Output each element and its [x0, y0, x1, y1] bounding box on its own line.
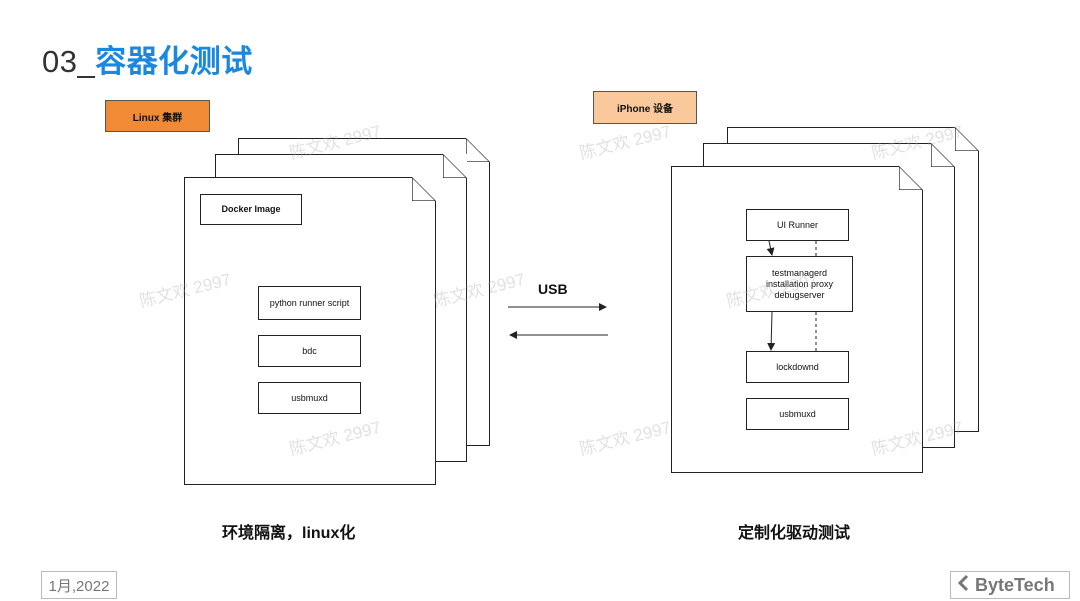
docker-image-box: Docker Image — [200, 194, 302, 225]
bytetech-logo-icon — [957, 574, 971, 597]
right-caption: 定制化驱动测试 — [738, 525, 851, 542]
page-fold-icon — [899, 166, 923, 190]
page-fold-icon — [443, 154, 467, 178]
linux-cluster-tag: Linux 集群 — [105, 100, 210, 132]
left-page-front — [184, 177, 436, 485]
bytetech-logo-text: ByteTech — [975, 574, 1055, 595]
usbmuxd-right-label: usbmuxd — [779, 408, 816, 419]
page-title: 03_容器化测试 — [42, 36, 253, 81]
page-fold-icon — [412, 177, 436, 201]
page-fold-icon — [931, 143, 955, 167]
runner-to-services-arrow — [766, 240, 775, 256]
iphone-device-tag: iPhone 设备 — [593, 91, 697, 124]
left-caption: 环境隔离，linux化 — [222, 525, 356, 542]
lockdownd-label: lockdownd — [776, 361, 819, 372]
linux-cluster-tag-label: Linux 集群 — [132, 112, 183, 124]
bytetech-logo: ByteTech — [950, 571, 1070, 599]
page-fold-icon — [955, 127, 979, 151]
usbmuxd-right-box: usbmuxd — [746, 398, 849, 430]
section-title: 容器化测试 — [95, 44, 253, 79]
python-runner-label: python runner script — [269, 297, 350, 308]
iphone-device-tag-label: iPhone 设备 — [616, 104, 674, 115]
debugserver-label: debugserver — [774, 289, 825, 300]
footer-date: 1月,2022 — [41, 571, 117, 599]
docker-image-label: Docker Image — [221, 204, 281, 214]
usbmuxd-left-box: usbmuxd — [258, 382, 361, 414]
usb-label: USB — [538, 281, 568, 297]
bdc-label: bdc — [302, 345, 317, 356]
usbmuxd-left-label: usbmuxd — [291, 392, 328, 403]
ui-runner-label: UI Runner — [776, 219, 819, 230]
services-to-lockdown-arrow — [767, 311, 776, 351]
ui-runner-box: UI Runner — [746, 209, 849, 241]
testmanagerd-label: testmanagerd — [771, 267, 828, 278]
python-runner-box: python runner script — [258, 286, 361, 320]
services-box: testmanagerd installation proxy debugser… — [746, 256, 853, 312]
bdc-box: bdc — [258, 335, 361, 367]
installation-proxy-label: installation proxy — [765, 278, 834, 289]
lockdownd-box: lockdownd — [746, 351, 849, 383]
page-fold-icon — [466, 138, 490, 162]
footer-date-label: 1月,2022 — [48, 577, 110, 595]
section-number: 03_ — [42, 44, 96, 79]
